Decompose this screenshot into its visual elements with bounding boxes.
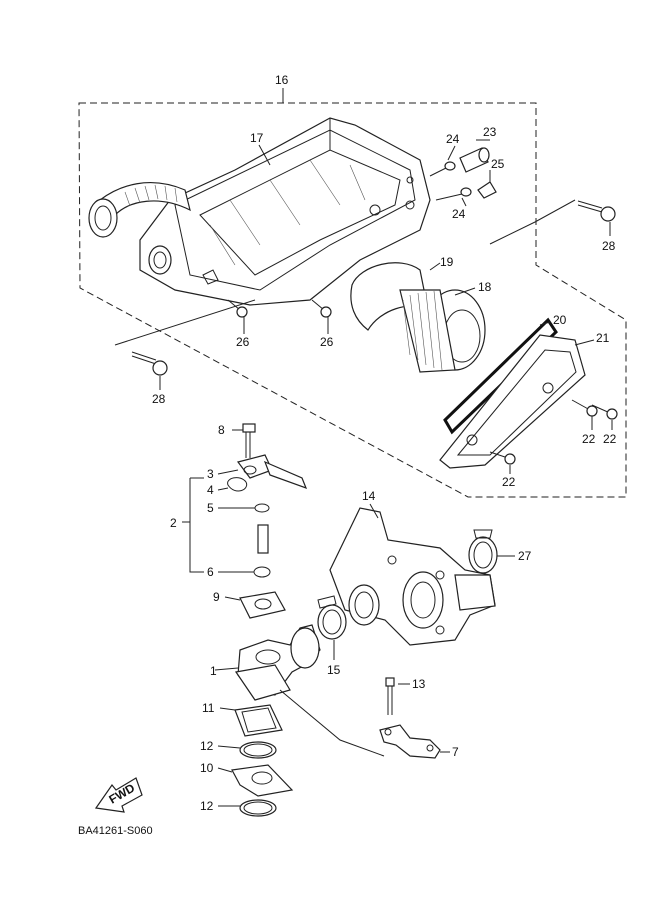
bolts-28 bbox=[114, 199, 616, 376]
label-23: 23 bbox=[483, 125, 497, 139]
clamp-15 bbox=[317, 595, 347, 640]
joint-1 bbox=[234, 624, 321, 701]
label-24-lower: 24 bbox=[452, 207, 466, 221]
label-3: 3 bbox=[207, 467, 214, 481]
label-27: 27 bbox=[518, 549, 532, 563]
label-8: 8 bbox=[218, 423, 225, 437]
label-14: 14 bbox=[362, 489, 376, 503]
air-cleaner-case bbox=[88, 117, 431, 306]
label-26-left: 26 bbox=[236, 335, 250, 349]
screws-22 bbox=[489, 399, 618, 465]
label-12-lower: 12 bbox=[200, 799, 214, 813]
label-7: 7 bbox=[452, 745, 459, 759]
clamps-23-24-25 bbox=[429, 147, 497, 201]
label-9: 9 bbox=[213, 590, 220, 604]
label-25: 25 bbox=[491, 157, 505, 171]
fwd-arrow-icon: FWD bbox=[94, 777, 143, 813]
label-26-right: 26 bbox=[320, 335, 334, 349]
label-28-left: 28 bbox=[152, 392, 166, 406]
label-22-bottom: 22 bbox=[502, 475, 516, 489]
hose-joint-assy-2 bbox=[182, 423, 308, 578]
label-22-right: 22 bbox=[603, 432, 617, 446]
label-28-right: 28 bbox=[602, 239, 616, 253]
label-22-left: 22 bbox=[582, 432, 596, 446]
label-11: 11 bbox=[202, 701, 215, 715]
label-19: 19 bbox=[440, 255, 454, 269]
label-20: 20 bbox=[553, 313, 567, 327]
leader-lines bbox=[159, 139, 613, 807]
assembly-boundary-16 bbox=[78, 88, 627, 498]
label-6: 6 bbox=[207, 565, 214, 579]
label-21: 21 bbox=[596, 331, 610, 345]
label-2: 2 bbox=[170, 516, 177, 530]
bolt-13-bracket-7 bbox=[279, 677, 441, 759]
label-1: 1 bbox=[210, 664, 217, 678]
gasket-and-cover bbox=[439, 317, 586, 469]
clamp-27 bbox=[468, 529, 498, 574]
label-18: 18 bbox=[478, 280, 492, 294]
label-16: 16 bbox=[275, 73, 289, 87]
diagram-code: BA41261-S060 bbox=[78, 825, 153, 837]
label-17: 17 bbox=[250, 131, 264, 145]
screws-26 bbox=[227, 299, 332, 318]
throttle-body bbox=[329, 507, 496, 646]
label-15: 15 bbox=[327, 663, 341, 677]
part-labels: 1 2 3 4 5 6 7 8 9 10 11 12 12 13 14 15 1… bbox=[152, 73, 617, 813]
air-filter-element bbox=[350, 262, 486, 373]
insulators-and-o-rings bbox=[231, 591, 294, 817]
label-4: 4 bbox=[207, 483, 214, 497]
label-5: 5 bbox=[207, 501, 214, 515]
label-24-upper: 24 bbox=[446, 132, 460, 146]
label-12-upper: 12 bbox=[200, 739, 214, 753]
label-10: 10 bbox=[200, 761, 214, 775]
label-13: 13 bbox=[412, 677, 426, 691]
